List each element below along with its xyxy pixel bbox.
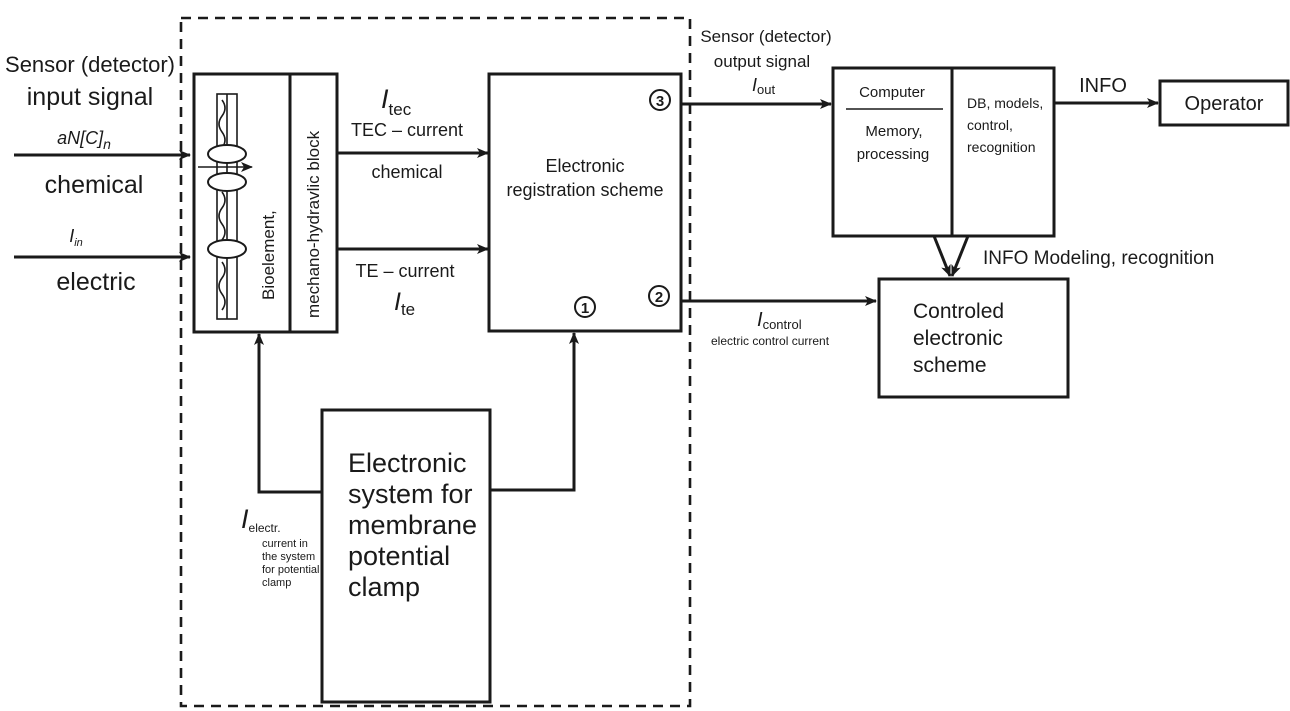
te-current: TE – current Ite <box>337 244 489 319</box>
port-2-badge: 2 <box>648 285 670 307</box>
computer-desc2: processing <box>857 146 930 163</box>
te-symbol: Ite <box>394 288 415 319</box>
tec-line1: TEC – current <box>351 120 463 140</box>
operator-block: Operator <box>1158 79 1290 127</box>
input-title-line1: Sensor (detector) <box>5 52 175 77</box>
electr-symbol: Ielectr. <box>241 504 281 535</box>
info-modeling-label: INFO Modeling, recognition <box>983 248 1214 269</box>
controlled-line2: electronic <box>913 327 1003 350</box>
computer-desc1: Memory, <box>865 123 922 140</box>
elec-symbol-sub: in <box>74 237 83 249</box>
control-desc: electric control current <box>711 334 830 348</box>
info-down-arrow-right <box>950 235 970 277</box>
clamp-line5: clamp <box>348 572 420 602</box>
elec-symbol: Iin <box>69 226 83 249</box>
port-3-badge: 3 <box>649 89 671 111</box>
electr-desc2: the system <box>262 551 315 563</box>
tec-symbol: Itec <box>381 84 412 119</box>
membrane-channel-icon <box>198 93 253 320</box>
electr-current-label: Ielectr. current in the system for poten… <box>241 504 319 589</box>
input-section: Sensor (detector) input signal aN[C]n ch… <box>5 52 191 296</box>
te-symbol-sub: te <box>401 300 415 319</box>
bioelement-label: Bioelement, <box>259 210 278 300</box>
db-line1: DB, models, <box>967 95 1043 111</box>
output-symbol: Iout <box>752 75 775 97</box>
db-line3: recognition <box>967 139 1036 155</box>
clamp-line3: membrane <box>348 510 477 540</box>
clamp-to-bioelement-wire <box>254 333 322 494</box>
controlled-line1: Controled <box>913 300 1004 323</box>
bioelement-block: Bioelement, mechano-hydravlic block <box>192 72 339 334</box>
operator-label: Operator <box>1185 93 1264 115</box>
computer-title: Computer <box>859 84 925 101</box>
clamp-line2: system for <box>348 479 473 509</box>
clamp-line1: Electronic <box>348 448 467 478</box>
control-current: Icontrol electric control current <box>681 296 877 348</box>
control-symbol-sub: control <box>763 317 802 332</box>
input-title-line2: input signal <box>27 83 153 111</box>
port-1-badge: 1 <box>574 296 596 318</box>
electr-symbol-sub: electr. <box>249 521 281 535</box>
svg-text:3: 3 <box>656 93 664 110</box>
registration-line1: Electronic <box>545 156 624 176</box>
registration-scheme-block: Electronic registration scheme 3 2 1 <box>487 72 683 333</box>
electr-desc3: for potential <box>262 564 319 576</box>
clamp-to-registration-wire <box>490 332 579 492</box>
chem-symbol: aN[C]n <box>57 128 111 152</box>
electr-desc1: current in <box>262 538 308 550</box>
tec-line2: chemical <box>371 162 442 182</box>
output-signal: Sensor (detector) output signal Iout <box>681 27 832 109</box>
control-symbol: Icontrol <box>757 309 802 332</box>
tec-current: Itec TEC – current chemical <box>337 84 489 182</box>
computer-block: Computer Memory, processing DB, models, … <box>831 66 1056 238</box>
mechano-hydravlic-label: mechano-hydravlic block <box>304 130 323 318</box>
controlled-line3: scheme <box>913 354 987 377</box>
db-line2: control, <box>967 117 1013 133</box>
tec-symbol-sub: tec <box>389 100 412 119</box>
clamp-system-block: Electronic system for membrane potential… <box>320 408 492 704</box>
svg-text:2: 2 <box>655 289 663 306</box>
output-line1: Sensor (detector) <box>700 27 831 46</box>
svg-text:1: 1 <box>581 300 589 317</box>
te-line1: TE – current <box>355 261 454 281</box>
electr-desc4: clamp <box>262 577 291 589</box>
chem-label: chemical <box>45 171 144 199</box>
controlled-scheme-block: Controled electronic scheme <box>877 277 1070 399</box>
clamp-line4: potential <box>348 541 450 571</box>
elec-label: electric <box>56 268 135 296</box>
registration-line2: registration scheme <box>506 180 663 200</box>
info-down-arrow-left <box>932 235 952 277</box>
sensor-boundary <box>179 16 692 708</box>
chem-symbol-sub: n <box>103 136 111 152</box>
output-symbol-sub: out <box>757 82 775 97</box>
output-line2: output signal <box>714 52 810 71</box>
info-label: INFO <box>1079 75 1127 97</box>
